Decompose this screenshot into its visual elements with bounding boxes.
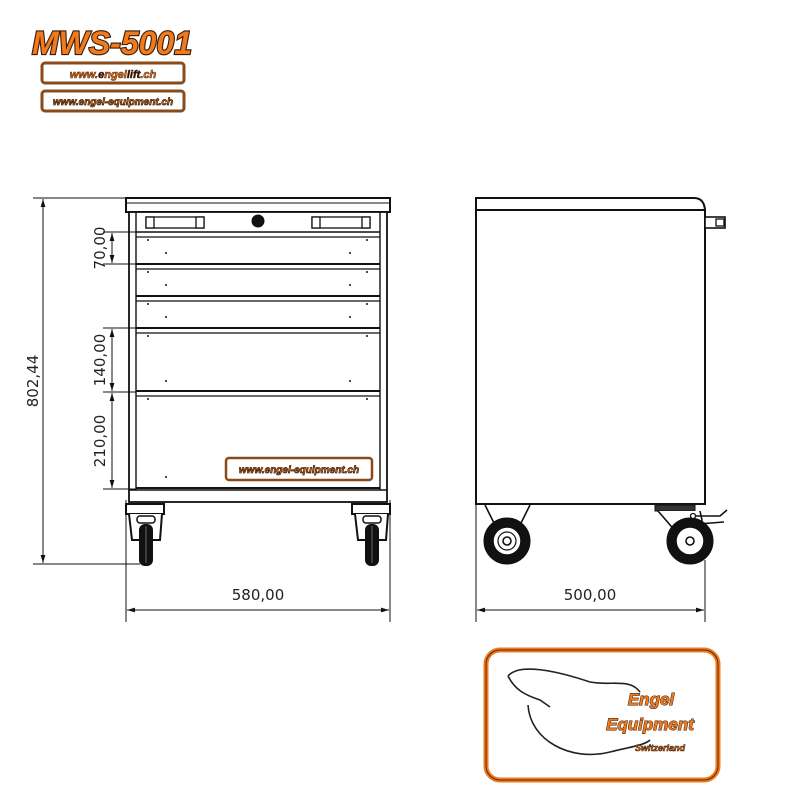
handle-left xyxy=(145,216,205,229)
front-view-cabinet xyxy=(125,197,391,503)
front-url-badge[interactable]: www.engel-equipment.ch xyxy=(224,456,374,482)
caster-side-braked xyxy=(654,504,728,565)
logo-line-1: Engel xyxy=(628,690,676,709)
dimension-width xyxy=(125,500,391,622)
url-badge-2[interactable]: www.engel-equipment.ch xyxy=(40,89,186,113)
front-badge-url[interactable]: www.engel-equipment.ch xyxy=(239,465,360,477)
dimension-210-label: 210,00 xyxy=(91,415,109,468)
dimension-70-label: 70,00 xyxy=(91,227,109,270)
model-number: MWS-5001 xyxy=(32,25,192,61)
dimension-drawer-210 xyxy=(103,393,136,490)
model-title: MWS-5001 xyxy=(31,24,193,62)
side-view-cabinet xyxy=(475,197,726,505)
dimension-140-label: 140,00 xyxy=(91,334,109,387)
caster-front-left xyxy=(125,503,165,566)
angel-wing-icon xyxy=(507,668,651,756)
logo-line-2: Equipment xyxy=(606,715,695,734)
dimension-width-label: 580,00 xyxy=(232,586,285,604)
dimension-height-label: 802,44 xyxy=(24,355,42,408)
lock-icon xyxy=(251,214,265,228)
drawer-5 xyxy=(136,395,380,489)
dimension-drawer-140 xyxy=(103,327,136,393)
drawer-3 xyxy=(136,300,380,329)
drawer-4 xyxy=(136,332,380,392)
url-engel-equipment[interactable]: www.engel-equipment.ch xyxy=(53,97,174,109)
url-badge-1[interactable]: www.engellift.ch xyxy=(40,61,186,85)
caster-side-fixed xyxy=(483,504,531,565)
drawer-2 xyxy=(136,268,380,297)
dimension-depth xyxy=(475,505,706,622)
dimension-depth-label: 500,00 xyxy=(564,586,617,604)
brake-lever xyxy=(692,509,728,525)
dimension-drawer-70 xyxy=(103,231,136,265)
logo-line-3: Switzerland xyxy=(635,743,686,753)
side-handle xyxy=(704,216,726,229)
engel-equipment-logo: Engel Equipment Switzerland xyxy=(483,647,721,783)
caster-front-right xyxy=(351,503,391,566)
drawer-1 xyxy=(136,236,380,265)
handle-right xyxy=(311,216,371,229)
dimension-total-height xyxy=(33,197,140,565)
url-engellift[interactable]: www.engellift.ch xyxy=(69,69,157,82)
drawer-rivets xyxy=(147,239,368,478)
